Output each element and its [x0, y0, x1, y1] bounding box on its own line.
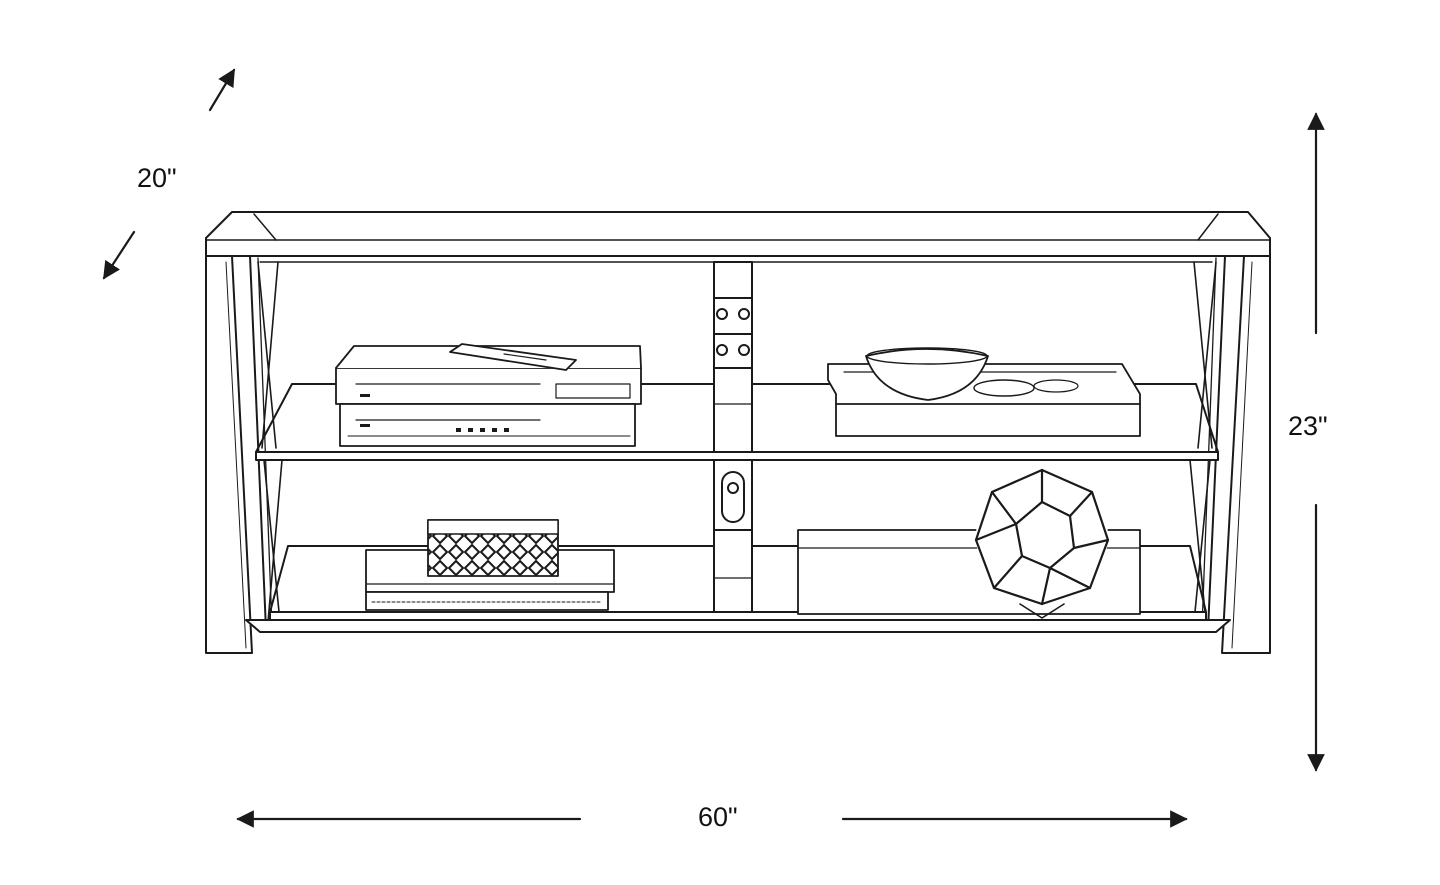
- bolt-icon: [716, 308, 728, 320]
- right-x-brace: [1189, 261, 1217, 623]
- media-player-top: [335, 367, 642, 405]
- depth-arrow-up: [208, 68, 236, 112]
- left-leg: [205, 255, 253, 654]
- geometric-sphere: [974, 468, 1110, 619]
- tray-with-bowl: [827, 347, 1141, 437]
- box-and-geo-sphere: [797, 468, 1141, 619]
- right-leg: [1221, 255, 1271, 654]
- remote-control: [449, 343, 577, 371]
- left-x-brace: [257, 261, 283, 623]
- console-frame: [205, 211, 1271, 654]
- width-dimension-label: 60": [698, 802, 738, 832]
- bolt-icon: [716, 344, 728, 356]
- top-slab: [205, 211, 1271, 257]
- books-and-box: [365, 519, 615, 611]
- bolt-icon: [738, 344, 750, 356]
- cable-port-icon: [721, 471, 745, 523]
- small-dish: [973, 379, 1035, 397]
- depth-arrow-down: [102, 230, 136, 280]
- bolt-icon: [738, 308, 750, 320]
- bowl: [865, 348, 989, 401]
- dimension-arrows: [102, 68, 1325, 828]
- height-dimension-label: 23": [1288, 411, 1328, 441]
- media-players: [335, 343, 642, 447]
- center-column: [713, 261, 753, 613]
- base-rail: [245, 619, 1231, 633]
- depth-dimension-label: 20": [137, 163, 177, 193]
- media-player-bottom: [339, 403, 636, 447]
